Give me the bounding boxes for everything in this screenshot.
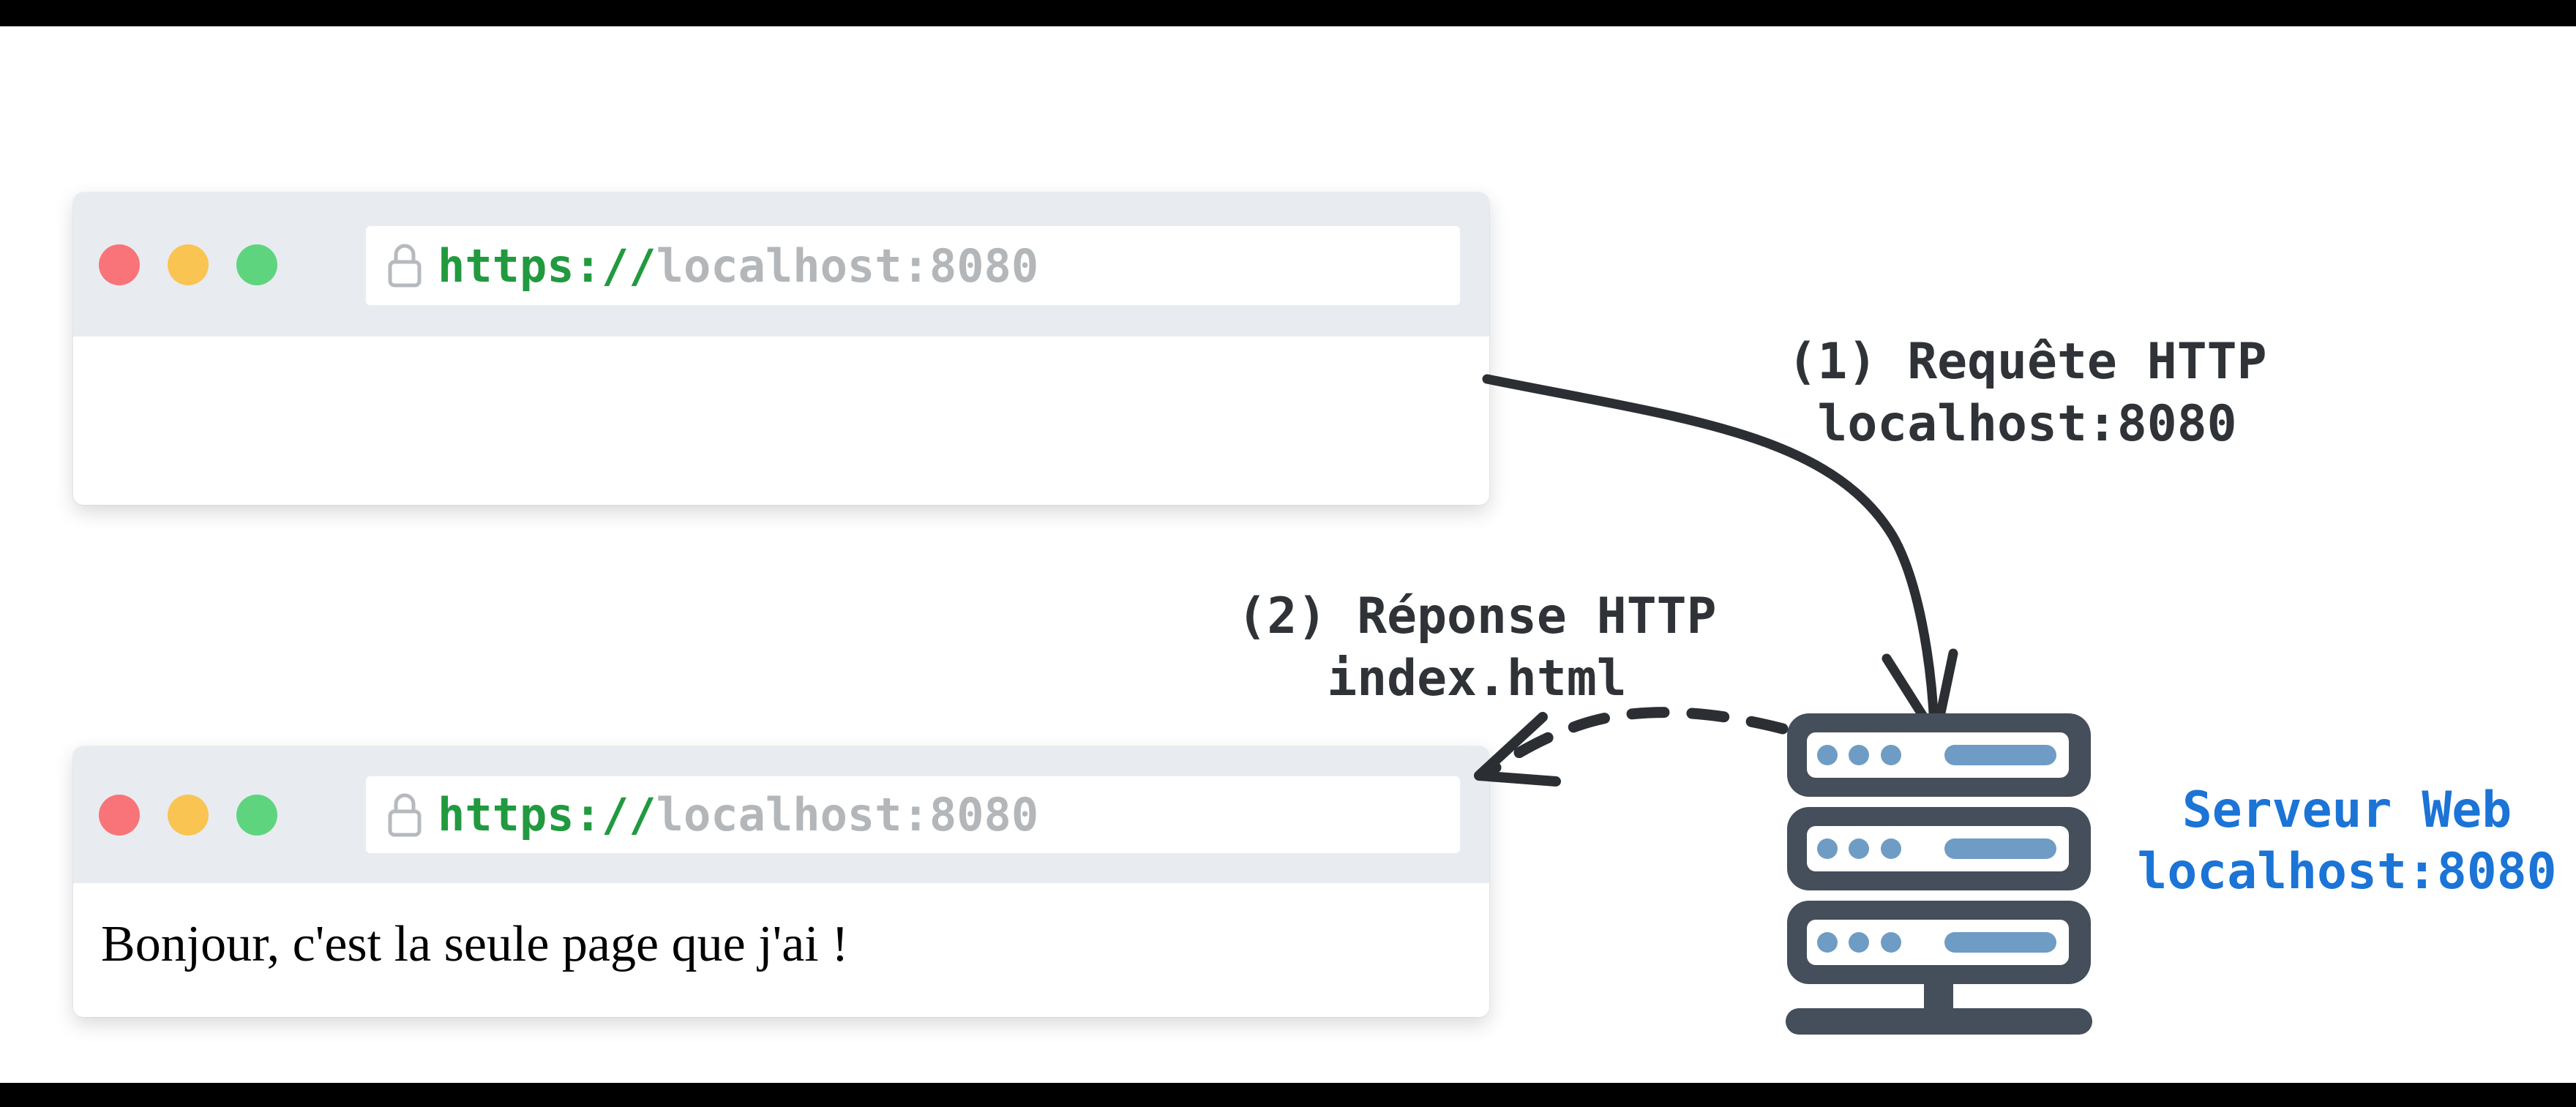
server-icon [1786, 713, 2092, 1035]
url-scheme: https:// [438, 788, 656, 841]
server-rack [1787, 901, 2091, 984]
browser-content-empty [73, 337, 1489, 505]
window-controls [99, 244, 277, 285]
response-arrow [1474, 707, 1789, 787]
bottom-black-bar [0, 1083, 2576, 1107]
top-black-bar [0, 0, 2576, 26]
url-host: localhost:8080 [656, 239, 1039, 293]
request-label: (1) Requête HTTP localhost:8080 [1787, 331, 2266, 455]
url-text: https://localhost:8080 [438, 239, 1038, 293]
address-bar: https://localhost:8080 [366, 776, 1460, 853]
arrowhead-left-icon [1474, 712, 1561, 787]
browser-titlebar: https://localhost:8080 [73, 192, 1489, 337]
close-window-icon [99, 794, 140, 836]
server-rack [1787, 807, 2091, 890]
browser-window-request: https://localhost:8080 [73, 192, 1489, 505]
request-label-line1: (1) Requête HTTP [1787, 333, 2267, 391]
server-label: Serveur Web localhost:8080 [2137, 780, 2556, 903]
minimize-window-icon [168, 794, 209, 836]
close-window-icon [99, 244, 140, 285]
response-label-line2: index.html [1327, 650, 1627, 708]
url-scheme: https:// [438, 239, 656, 293]
url-host: localhost:8080 [656, 788, 1039, 841]
window-controls [99, 794, 277, 836]
server-label-line1: Serveur Web [2182, 781, 2512, 839]
lock-icon [388, 244, 422, 288]
url-text: https://localhost:8080 [438, 788, 1038, 841]
maximize-window-icon [236, 244, 277, 285]
page-body-text: Bonjour, c'est la seule page que j'ai ! [101, 916, 849, 972]
browser-content: Bonjour, c'est la seule page que j'ai ! [73, 883, 1489, 1017]
response-label-line1: (2) Réponse HTTP [1237, 588, 1717, 645]
response-label: (2) Réponse HTTP index.html [1237, 585, 1716, 710]
maximize-window-icon [236, 794, 277, 836]
lock-icon [388, 793, 422, 836]
server-label-line2: localhost:8080 [2137, 843, 2557, 901]
request-label-line2: localhost:8080 [1817, 395, 2237, 453]
browser-titlebar: https://localhost:8080 [73, 746, 1489, 883]
address-bar: https://localhost:8080 [366, 226, 1460, 305]
server-rack [1787, 713, 2091, 797]
browser-window-response: Bonjour, c'est la seule page que j'ai ! … [73, 746, 1489, 1017]
server-base [1786, 1008, 2092, 1035]
minimize-window-icon [168, 244, 209, 285]
